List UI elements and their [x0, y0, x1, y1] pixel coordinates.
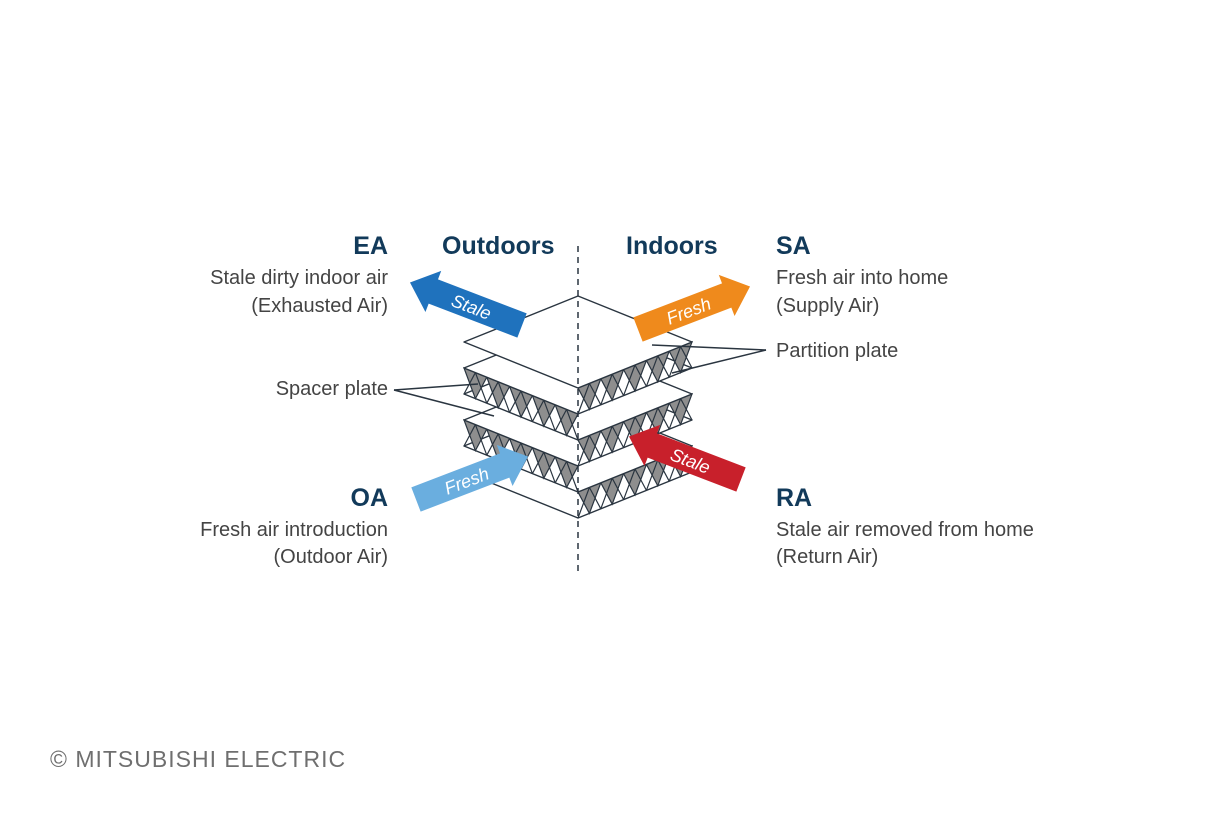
- copyright-logo: © MITSUBISHI ELECTRIC: [50, 746, 347, 772]
- sa-description: Fresh air into home: [776, 267, 949, 289]
- ra-full-name: (Return Air): [776, 546, 879, 568]
- sa-arrow: Fresh: [633, 274, 751, 342]
- sa-code: SA: [776, 232, 811, 260]
- spacer-plate-label: Spacer plate: [275, 378, 388, 400]
- ra-code: RA: [776, 484, 813, 512]
- spacer-leader-lines: [393, 383, 495, 417]
- ea-arrow: Stale: [409, 270, 527, 338]
- outdoors-heading: Outdoors: [442, 232, 555, 260]
- ea-full-name: (Exhausted Air): [251, 295, 388, 317]
- oa-description: Fresh air introduction: [200, 519, 388, 541]
- ra-description: Stale air removed from home: [776, 519, 1034, 541]
- partition-plate-label: Partition plate: [776, 340, 899, 362]
- ea-code: EA: [353, 232, 388, 260]
- ea-description: Stale dirty indoor air: [210, 267, 388, 289]
- oa-full-name: (Outdoor Air): [273, 546, 388, 568]
- indoors-heading: Indoors: [626, 232, 718, 260]
- oa-code: OA: [350, 484, 389, 512]
- partition-leader-lines: [651, 344, 767, 374]
- sa-full-name: (Supply Air): [776, 295, 880, 317]
